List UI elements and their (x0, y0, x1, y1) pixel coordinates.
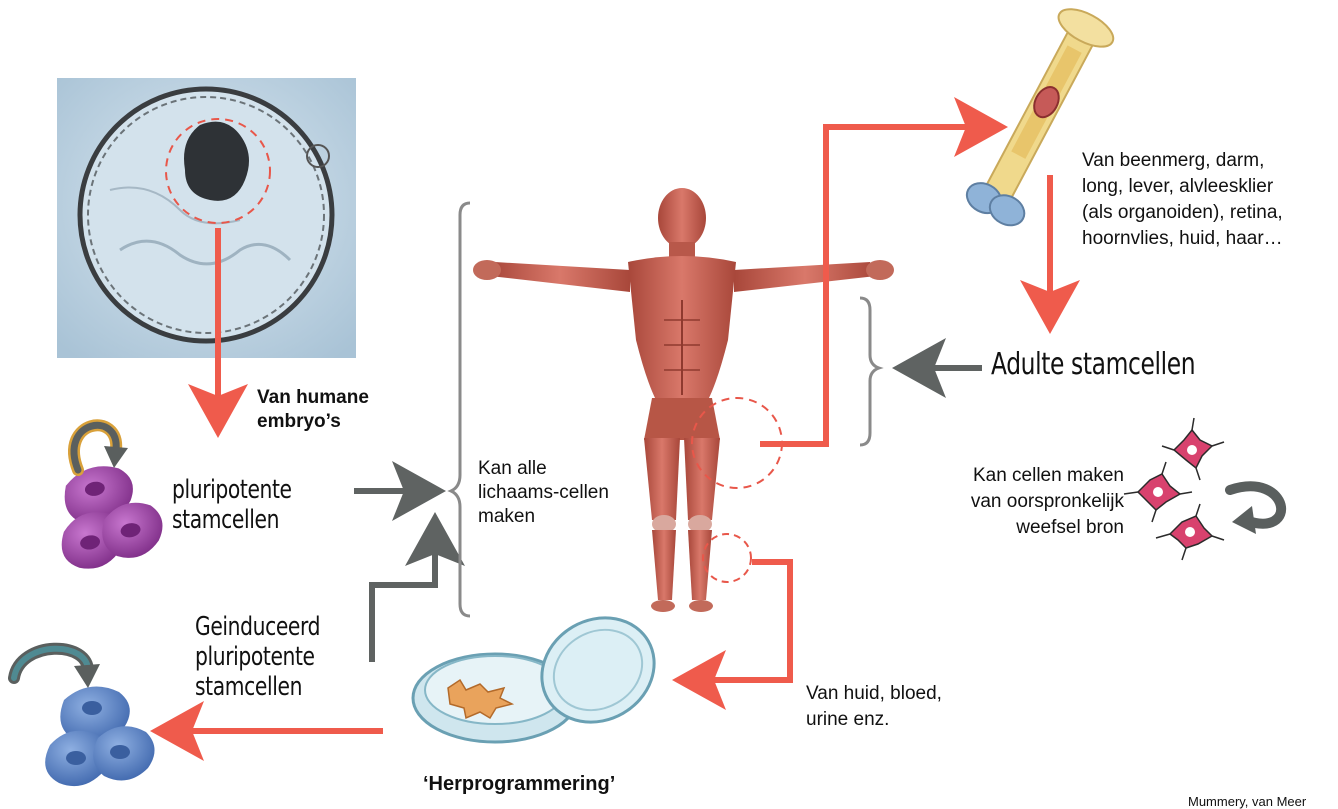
human-muscle-figure (473, 188, 894, 612)
adult-capability-line-1: Kan cellen maken (912, 463, 1124, 489)
embryo-source-label: Van humane embryo’s (257, 386, 369, 434)
all-cells-line-3: maken (478, 505, 609, 529)
reprogramming-label: ‘Herprogrammering’ (423, 772, 615, 796)
arrow-ips-to-body (372, 530, 435, 662)
adult-sources-line-1: Van beenmerg, darm, (1082, 148, 1283, 174)
self-renewal-arrow-blue (14, 649, 100, 688)
embryo-photo (57, 78, 356, 358)
pink-cell-cluster (1124, 418, 1224, 560)
adult-sources-line-3: (als organoiden), retina, (1082, 200, 1283, 226)
adult-sources-label: Van beenmerg, darm, long, lever, alvlees… (1082, 148, 1283, 252)
right-brace (860, 298, 879, 445)
blue-cell-cluster (45, 687, 154, 787)
arrow-body-to-bone (760, 127, 990, 444)
all-cells-label: Kan alle lichaams-cellen maken (478, 457, 609, 529)
adult-sources-line-4: hoornvlies, huid, haar… (1082, 226, 1283, 252)
ips-line-3: stamcellen (195, 672, 320, 702)
petri-dish-icon (413, 598, 673, 743)
pluripotent-line-2: stamcellen (172, 505, 292, 535)
embryo-source-line-1: Van humane (257, 386, 369, 410)
adult-sources-line-2: long, lever, alvleesklier (1082, 174, 1283, 200)
adult-capability-line-3: weefsel bron (912, 515, 1124, 541)
ips-line-2: pluripotente (195, 642, 320, 672)
left-brace (451, 203, 470, 616)
all-cells-line-1: Kan alle (478, 457, 609, 481)
adult-capability-line-2: van oorspronkelijk (912, 489, 1124, 515)
ips-sources-line-1: Van huid, bloed, (806, 681, 942, 707)
ips-label: Geinduceerd pluripotente stamcellen (195, 612, 320, 702)
ips-sources-line-2: urine enz. (806, 707, 942, 733)
credit-label: Mummery, van Meer (1188, 794, 1338, 809)
ips-line-1: Geinduceerd (195, 612, 320, 642)
purple-cell-cluster (49, 457, 168, 573)
adult-stemcells-label: Adulte stamcellen (991, 350, 1195, 380)
pluripotent-label: pluripotente stamcellen (172, 475, 292, 535)
embryo-source-line-2: embryo’s (257, 410, 369, 434)
all-cells-line-2: lichaams-cellen (478, 481, 609, 505)
adult-capability-label: Kan cellen maken van oorspronkelijk weef… (912, 463, 1124, 541)
self-renewal-arrow-pink (1230, 486, 1281, 534)
self-renewal-arrow-purple (74, 425, 128, 470)
pluripotent-line-1: pluripotente (172, 475, 292, 505)
ips-sources-label: Van huid, bloed, urine enz. (806, 681, 942, 733)
